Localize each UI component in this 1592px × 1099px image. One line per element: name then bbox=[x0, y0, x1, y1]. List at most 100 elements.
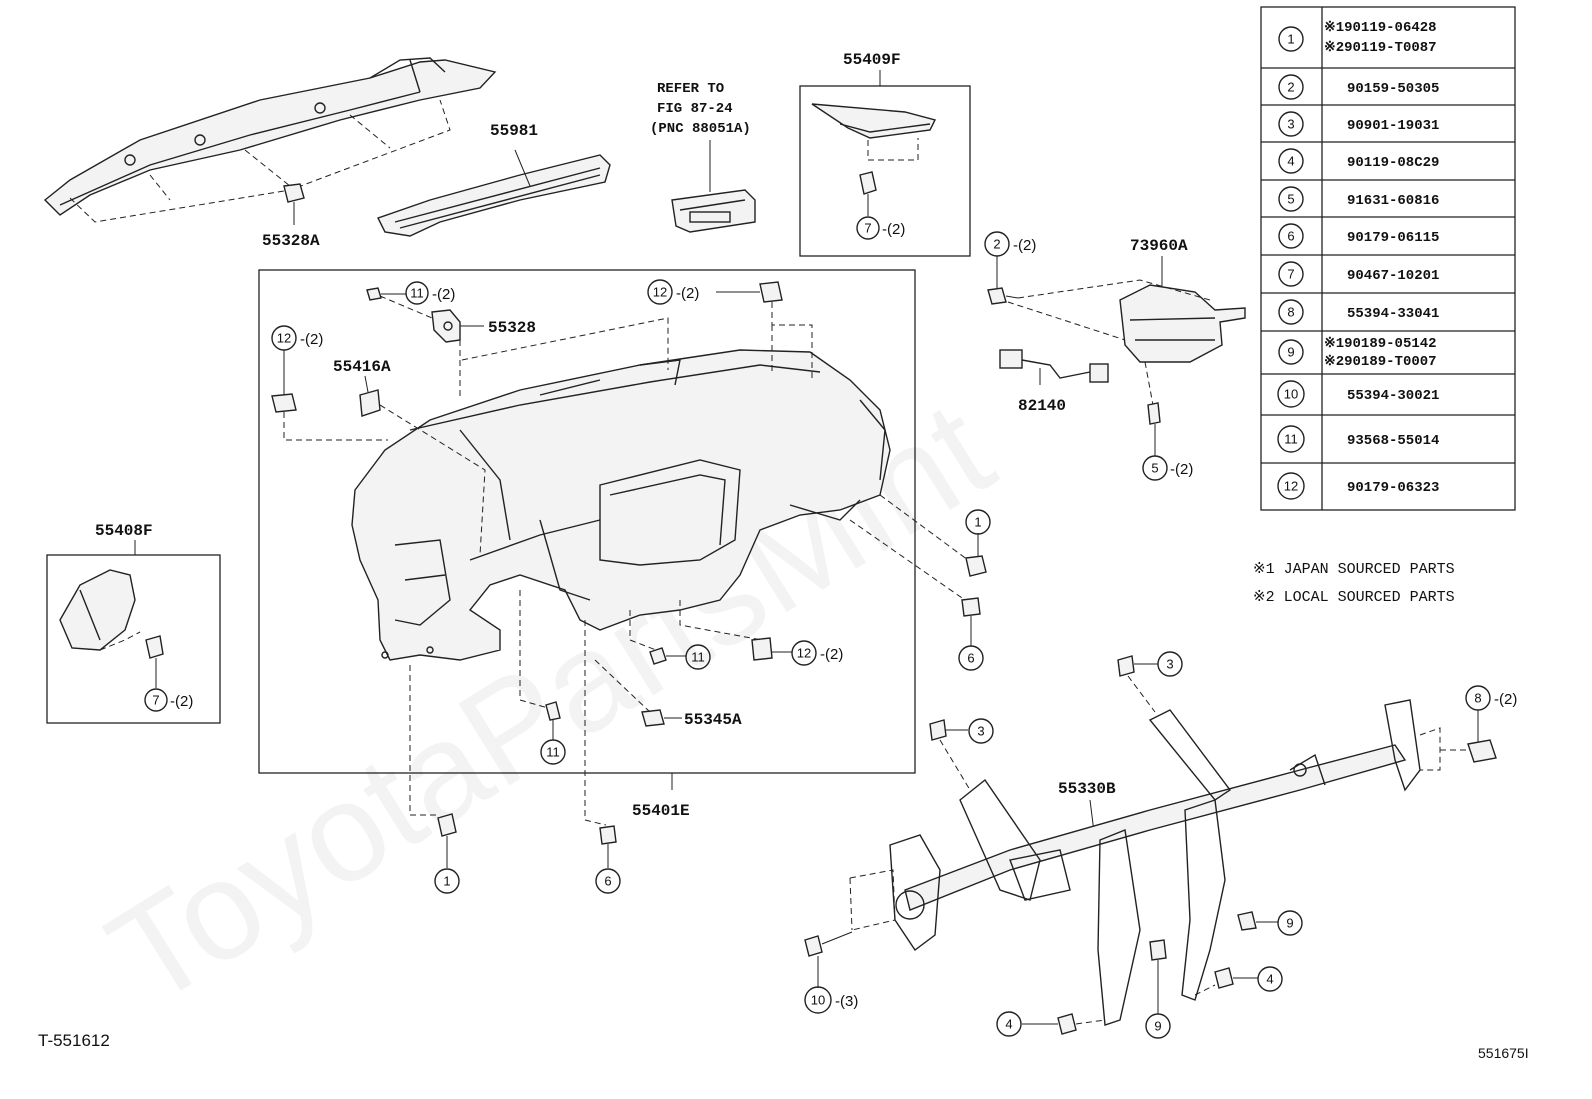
svg-text:10: 10 bbox=[811, 993, 825, 1008]
svg-text:2: 2 bbox=[1287, 80, 1294, 95]
callout-2: 2 -(2) bbox=[984, 231, 1036, 257]
svg-text:-(2): -(2) bbox=[1494, 691, 1517, 708]
table-row: 3 90901-19031 bbox=[1278, 111, 1439, 137]
box-55409f bbox=[799, 85, 971, 257]
svg-text:8: 8 bbox=[1474, 691, 1481, 706]
svg-text:11: 11 bbox=[546, 745, 560, 760]
svg-text:-(2): -(2) bbox=[170, 693, 193, 710]
svg-text:-(2): -(2) bbox=[1013, 237, 1036, 254]
callout-12-left: 12 -(2) bbox=[271, 325, 323, 351]
svg-text:11: 11 bbox=[410, 286, 424, 301]
callout-3-left: 3 bbox=[968, 718, 994, 744]
svg-text:91631-60816: 91631-60816 bbox=[1347, 193, 1439, 209]
svg-text:-(2): -(2) bbox=[300, 331, 323, 348]
svg-text:-(3): -(3) bbox=[835, 993, 858, 1010]
callout-7-left: 7 -(2) bbox=[144, 688, 193, 712]
harness-82140-drawing bbox=[999, 349, 1109, 383]
refer-note-line-3: (PNC 88051A) bbox=[650, 121, 751, 137]
callout-4-right: 4 bbox=[1257, 966, 1283, 992]
screw-11-low-drawing bbox=[545, 701, 561, 721]
svg-text:※290189-T0007: ※290189-T0007 bbox=[1324, 354, 1437, 370]
cap-8-drawing bbox=[1467, 710, 1497, 763]
svg-text:※190119-06428: ※190119-06428 bbox=[1324, 20, 1437, 36]
table-row: 4 90119-08C29 bbox=[1278, 148, 1439, 174]
table-row: 12 90179-06323 bbox=[1277, 472, 1439, 500]
callout-9-right: 9 bbox=[1277, 910, 1303, 936]
svg-text:-(2): -(2) bbox=[1170, 461, 1193, 478]
callout-1-right: 1 bbox=[965, 509, 991, 535]
screw-11-top-drawing bbox=[366, 287, 406, 301]
svg-text:-(2): -(2) bbox=[432, 286, 455, 303]
callout-12-bottom: 12 -(2) bbox=[791, 640, 843, 666]
svg-text:4: 4 bbox=[1266, 972, 1273, 987]
bolt-10-drawing bbox=[804, 931, 853, 988]
svg-text:8: 8 bbox=[1287, 305, 1294, 320]
svg-text:12: 12 bbox=[797, 646, 811, 661]
svg-text:11: 11 bbox=[691, 650, 705, 665]
part-label-55328a: 55328A bbox=[262, 232, 320, 250]
svg-text:12: 12 bbox=[277, 331, 291, 346]
screw-11-mid-drawing bbox=[649, 647, 686, 665]
callout-9-bottom: 9 bbox=[1145, 1013, 1171, 1039]
svg-text:11: 11 bbox=[1284, 432, 1298, 447]
svg-text:5: 5 bbox=[1287, 192, 1294, 207]
svg-text:10: 10 bbox=[1284, 387, 1298, 402]
svg-text:1: 1 bbox=[974, 515, 981, 530]
callout-11-mid: 11 bbox=[685, 644, 711, 670]
footer-right-code: 551675I bbox=[1478, 1045, 1529, 1061]
part-label-55416a: 55416A bbox=[333, 358, 391, 376]
callout-8: 8 -(2) bbox=[1465, 685, 1517, 711]
svg-text:1: 1 bbox=[443, 874, 450, 889]
svg-text:90119-08C29: 90119-08C29 bbox=[1347, 155, 1439, 171]
callout-7-top: 7 -(2) bbox=[856, 216, 905, 240]
callout-6-bottom: 6 bbox=[595, 868, 621, 894]
bolt-4-bottom-drawing bbox=[1022, 1013, 1077, 1035]
nut-6-bottom-drawing bbox=[599, 825, 617, 868]
svg-text:6: 6 bbox=[967, 651, 974, 666]
callout-1-bottom: 1 bbox=[434, 868, 460, 894]
callout-4-bottom: 4 bbox=[996, 1011, 1022, 1037]
bolt-3-top-drawing bbox=[1117, 655, 1158, 677]
box-55408f bbox=[46, 554, 221, 724]
svg-text:4: 4 bbox=[1287, 154, 1294, 169]
svg-text:2: 2 bbox=[993, 237, 1000, 252]
dashboard-panel-drawing bbox=[351, 349, 891, 661]
panel-55981-drawing bbox=[377, 154, 611, 237]
callout-11-low: 11 bbox=[540, 739, 566, 765]
svg-text:7: 7 bbox=[152, 693, 159, 708]
airbag-73960a-drawing bbox=[1119, 284, 1246, 363]
bracket-55328-drawing bbox=[431, 309, 461, 343]
nut-9-right-drawing bbox=[1237, 911, 1278, 931]
svg-text:-(2): -(2) bbox=[820, 646, 843, 663]
footer-left-code: T-551612 bbox=[38, 1031, 110, 1050]
part-label-55401e: 55401E bbox=[632, 802, 690, 820]
svg-text:12: 12 bbox=[1284, 479, 1298, 494]
table-row: 9 ※190189-05142 ※290189-T0007 bbox=[1278, 336, 1437, 370]
nut-9-bottom-drawing bbox=[1149, 939, 1167, 1014]
svg-text:-(2): -(2) bbox=[882, 221, 905, 238]
svg-text:3: 3 bbox=[1166, 657, 1173, 672]
reinforcement-55330b-drawing bbox=[889, 699, 1421, 1026]
svg-text:1: 1 bbox=[1287, 32, 1294, 47]
part-label-55981: 55981 bbox=[490, 122, 538, 140]
callout-12-top: 12 -(2) bbox=[647, 279, 699, 305]
part-label-73960a: 73960A bbox=[1130, 237, 1188, 255]
note-japan-sourced: ※1 JAPAN SOURCED PARTS bbox=[1253, 561, 1455, 578]
svg-text:※290119-T0087: ※290119-T0087 bbox=[1324, 40, 1437, 56]
svg-text:55394-33041: 55394-33041 bbox=[1347, 306, 1439, 322]
callout-5: 5 -(2) bbox=[1142, 455, 1193, 481]
svg-text:6: 6 bbox=[1287, 229, 1294, 244]
svg-text:90179-06323: 90179-06323 bbox=[1347, 480, 1439, 496]
refer-note-line-1: REFER TO bbox=[657, 81, 724, 97]
bolt-3-left-drawing bbox=[929, 719, 968, 741]
cover-55409f-drawing bbox=[811, 103, 937, 139]
callout-6-right: 6 bbox=[958, 645, 984, 671]
svg-text:3: 3 bbox=[1287, 117, 1294, 132]
table-row: 10 55394-30021 bbox=[1277, 380, 1439, 408]
screw-5-drawing bbox=[1147, 402, 1161, 456]
part-label-82140: 82140 bbox=[1018, 397, 1066, 415]
callout-3-top: 3 bbox=[1157, 651, 1183, 677]
bolt-4-right-drawing bbox=[1214, 967, 1258, 989]
part-label-55408f: 55408F bbox=[95, 522, 153, 540]
clip-55328a-drawing bbox=[283, 183, 305, 225]
